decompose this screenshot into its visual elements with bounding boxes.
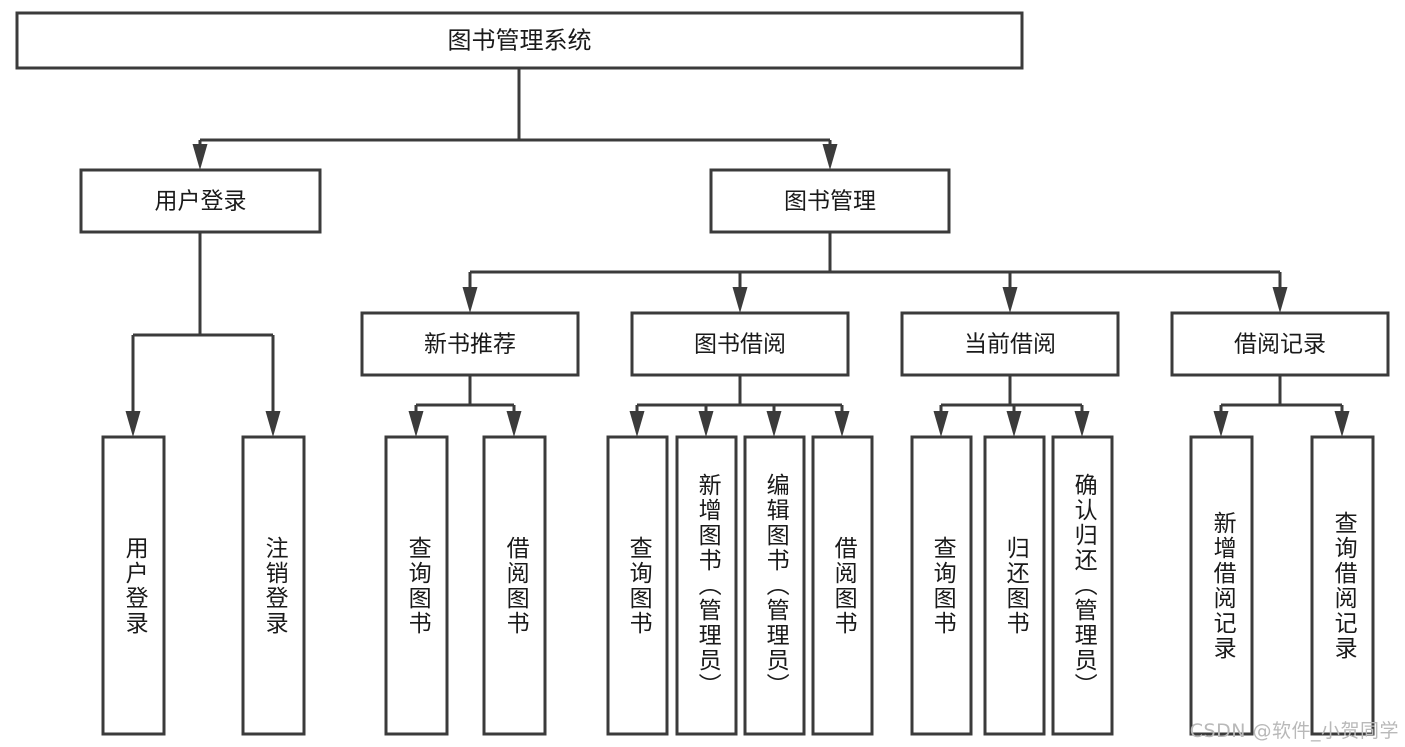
csdn-watermark: CSDN @软件_小贺同学 (1189, 720, 1399, 742)
node-label-user-login: 用户登录 (155, 189, 247, 215)
node-box-leaf-user-login[interactable] (101, 435, 166, 736)
book-borrow-drop-0-arrowhead-icon (629, 411, 645, 437)
book-manage-drop-2-arrowhead-icon (1002, 287, 1018, 313)
node-box-leaf-confirm-return[interactable] (1051, 435, 1114, 736)
node-label-borrow-record: 借阅记录 (1234, 332, 1326, 358)
node-label-new-book-recommend: 新书推荐 (424, 332, 516, 358)
node-box-leaf-logout[interactable] (241, 435, 306, 736)
node-box-new-book-recommend[interactable] (360, 311, 580, 377)
current-borrow-drop-1-arrowhead-icon (1006, 411, 1022, 437)
node-label-book-borrow: 图书借阅 (694, 332, 786, 358)
current-borrow-drop-0-arrowhead-icon (933, 411, 949, 437)
node-box-layer (15, 11, 1390, 736)
node-box-leaf-query-book-current[interactable] (910, 435, 973, 736)
node-box-leaf-add-borrow-record[interactable] (1189, 435, 1254, 736)
node-box-leaf-return-book[interactable] (983, 435, 1046, 736)
node-box-borrow-record[interactable] (1170, 311, 1390, 377)
book-borrow-drop-2-arrowhead-icon (766, 411, 782, 437)
node-box-leaf-edit-book[interactable] (743, 435, 806, 736)
borrow-record-drop-0-arrowhead-icon (1213, 411, 1229, 437)
book-manage-drop-1-arrowhead-icon (732, 287, 748, 313)
root-drop-0-arrowhead-icon (192, 144, 208, 170)
root-drop-1-arrowhead-icon (822, 144, 838, 170)
node-box-leaf-query-book-recommend[interactable] (384, 435, 449, 736)
connector-layer (125, 68, 1350, 437)
new-book-recommend-drop-1-arrowhead-icon (506, 411, 522, 437)
node-box-root[interactable] (15, 11, 1024, 70)
user-login-drop-1-arrowhead-icon (265, 411, 281, 437)
node-box-leaf-borrow-book[interactable] (811, 435, 874, 736)
node-label-book-manage: 图书管理 (784, 189, 876, 215)
book-borrow-drop-1-arrowhead-icon (698, 411, 714, 437)
new-book-recommend-drop-0-arrowhead-icon (408, 411, 424, 437)
book-borrow-drop-3-arrowhead-icon (834, 411, 850, 437)
node-label-root: 图书管理系统 (448, 27, 592, 55)
book-manage-drop-0-arrowhead-icon (462, 287, 478, 313)
node-box-leaf-add-book[interactable] (675, 435, 738, 736)
node-box-user-login[interactable] (79, 168, 322, 234)
borrow-record-drop-1-arrowhead-icon (1334, 411, 1350, 437)
user-login-drop-0-arrowhead-icon (125, 411, 141, 437)
node-box-leaf-query-book-borrow[interactable] (606, 435, 669, 736)
current-borrow-drop-2-arrowhead-icon (1074, 411, 1090, 437)
node-box-leaf-query-borrow-record[interactable] (1310, 435, 1375, 736)
node-box-leaf-borrow-book-recommend[interactable] (482, 435, 547, 736)
node-label-current-borrow: 当前借阅 (964, 332, 1056, 358)
book-manage-drop-3-arrowhead-icon (1272, 287, 1288, 313)
node-box-book-manage[interactable] (709, 168, 951, 234)
node-box-book-borrow[interactable] (630, 311, 850, 377)
node-box-current-borrow[interactable] (900, 311, 1120, 377)
